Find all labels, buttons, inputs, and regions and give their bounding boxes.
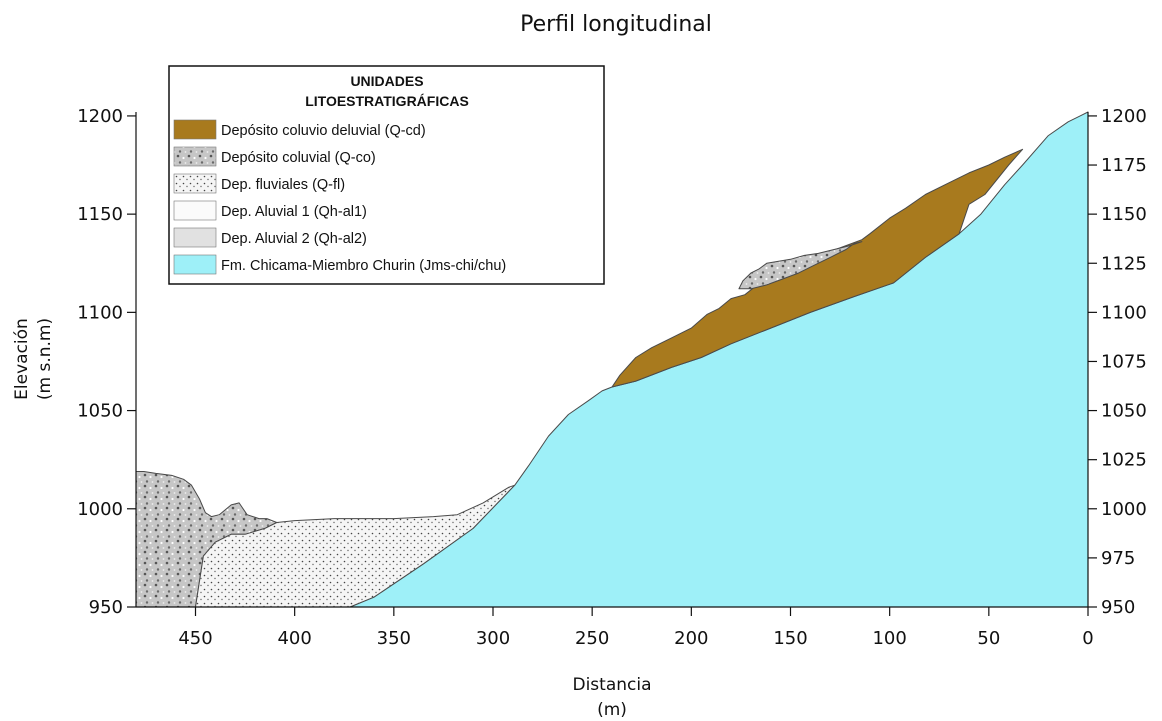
y-tick-right-label: 1075 <box>1101 351 1147 372</box>
legend-label-qh-al2: Dep. Aluvial 2 (Qh-al2) <box>221 231 367 247</box>
y-axis-right-ticks: 950 975 1000 1025 1050 1075 1100 1125 1150 1175 12… <box>1088 106 1147 618</box>
layer-q-cd <box>611 148 1024 388</box>
legend-label-q-co: Depósito coluvial (Q-co) <box>221 150 376 166</box>
legend-swatch-qh-al2 <box>173 227 217 248</box>
y-axis-unit: (m s.n.m) <box>35 318 55 400</box>
x-axis-unit: (m) <box>597 700 627 720</box>
y-tick-right-label: 950 <box>1101 597 1135 618</box>
y-tick-right-label: 1000 <box>1101 499 1147 520</box>
y-tick-right-label: 1025 <box>1101 450 1147 471</box>
layer-q-co-slope <box>738 241 863 290</box>
legend-label-jms: Fm. Chicama-Miembro Churin (Jms-chi/chu) <box>221 258 506 274</box>
x-tick-label: 300 <box>476 628 510 649</box>
x-tick-label: 200 <box>674 628 708 649</box>
layers-group <box>135 111 1089 608</box>
y-tick-right-label: 1200 <box>1101 106 1147 127</box>
y-tick-right-label: 1150 <box>1101 204 1147 225</box>
y-tick-left-label: 1100 <box>77 302 123 323</box>
chart-title: Perfil longitudinal <box>520 12 712 37</box>
legend-label-q-fl: Dep. fluviales (Q-fl) <box>221 177 345 193</box>
x-axis-label: Distancia <box>572 675 651 695</box>
y-tick-right-label: 1050 <box>1101 401 1147 422</box>
legend-swatch-q-fl <box>173 173 217 194</box>
legend-swatch-q-cd <box>173 119 217 140</box>
x-tick-label: 250 <box>575 628 609 649</box>
y-tick-right-label: 975 <box>1101 548 1135 569</box>
legend-box <box>168 65 605 285</box>
legend-label-qh-al1: Dep. Aluvial 1 (Qh-al1) <box>221 204 367 220</box>
legend-swatch-jms <box>173 254 217 275</box>
y-tick-right-label: 1175 <box>1101 155 1147 176</box>
x-tick-label: 450 <box>178 628 212 649</box>
x-tick-label: 100 <box>872 628 906 649</box>
y-tick-left-label: 1150 <box>77 204 123 225</box>
y-tick-right-label: 1100 <box>1101 302 1147 323</box>
y-tick-right-label: 1125 <box>1101 253 1147 274</box>
legend: UNIDADES LITOESTRATIGRÁFICAS Depósito co… <box>168 65 605 285</box>
legend-swatch-q-co <box>173 146 217 167</box>
x-tick-label: 350 <box>377 628 411 649</box>
y-axis-label: Elevación <box>12 318 32 400</box>
x-tick-label: 0 <box>1082 628 1093 649</box>
y-tick-left-label: 1200 <box>77 106 123 127</box>
x-axis-ticks: 450 400 350 300 250 200 150 100 50 0 <box>178 607 1094 649</box>
y-axis-left-ticks: 950 1000 1050 1100 1150 1200 <box>77 106 136 618</box>
x-tick-label: 400 <box>277 628 311 649</box>
legend-title-line-2: LITOESTRATIGRÁFICAS <box>305 93 469 109</box>
legend-label-q-cd: Depósito coluvio deluvial (Q-cd) <box>221 123 426 139</box>
y-tick-left-label: 1000 <box>77 499 123 520</box>
legend-title-line-1: UNIDADES <box>350 73 423 89</box>
x-tick-label: 50 <box>977 628 1000 649</box>
y-tick-left-label: 1050 <box>77 401 123 422</box>
x-tick-label: 150 <box>773 628 807 649</box>
y-tick-left-label: 950 <box>89 597 123 618</box>
legend-swatch-qh-al1 <box>173 200 217 221</box>
